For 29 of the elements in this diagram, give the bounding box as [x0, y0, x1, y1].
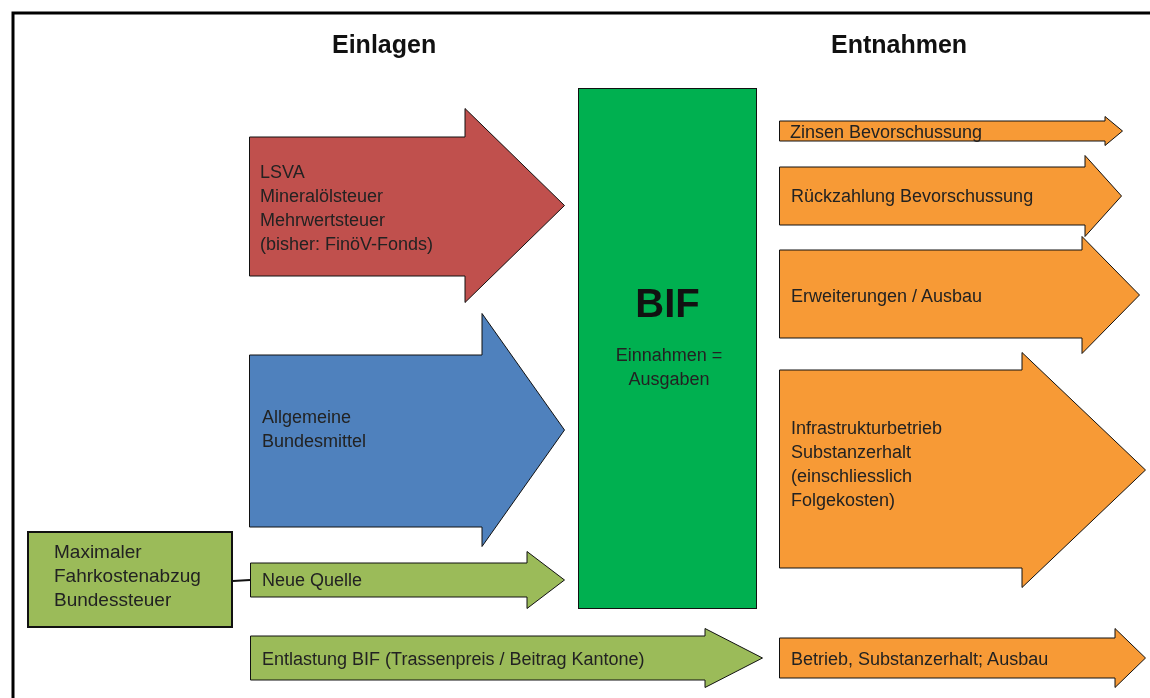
arrow-label: Erweiterungen / Ausbau: [791, 285, 984, 308]
inflow-block: [249, 108, 565, 303]
outflow-block: [779, 628, 1146, 688]
outflow-block: [779, 155, 1122, 237]
arrow-label: Mehrwertsteuer: [260, 209, 387, 232]
relief-block: [250, 628, 763, 688]
inflow-block: [249, 313, 565, 547]
arrow-label: Infrastrukturbetrieb Substanzerhalt (einschliesslich Folgekosten): [791, 417, 944, 512]
arrow-label: (bisher: FinöV-Fonds): [260, 233, 435, 256]
arrow-label: Entlastung BIF (Trassenpreis / Beitrag Kantone): [262, 648, 646, 671]
inflow-block: [250, 551, 565, 609]
arrow-label: Zinsen Bevorschussung: [790, 121, 984, 144]
connector-line: [232, 579, 251, 582]
arrow-label: Betrieb, Substanzerhalt; Ausbau: [791, 648, 1050, 671]
outflow-block: [779, 116, 1123, 146]
arrow-label: Mineralölsteuer: [260, 185, 385, 208]
source-box: [27, 531, 233, 628]
outflow-block: [779, 352, 1146, 588]
arrow-label: Rückzahlung Bevorschussung: [791, 185, 1035, 208]
arrow-label: Neue Quelle: [262, 569, 364, 592]
column-heading: Entnahmen: [831, 30, 968, 59]
fund-box: [578, 88, 757, 609]
column-heading: Einlagen: [332, 30, 437, 59]
fund-subtitle: Einnahmen = Ausgaben: [614, 344, 724, 391]
outflow-block: [779, 236, 1140, 354]
arrow-label: LSVA: [260, 161, 306, 184]
fund-title: BIF: [634, 280, 701, 327]
arrow-label: Allgemeine Bundesmittel: [262, 406, 368, 453]
box-label: Maximaler Fahrkostenabzug Bundessteuer: [54, 540, 202, 612]
